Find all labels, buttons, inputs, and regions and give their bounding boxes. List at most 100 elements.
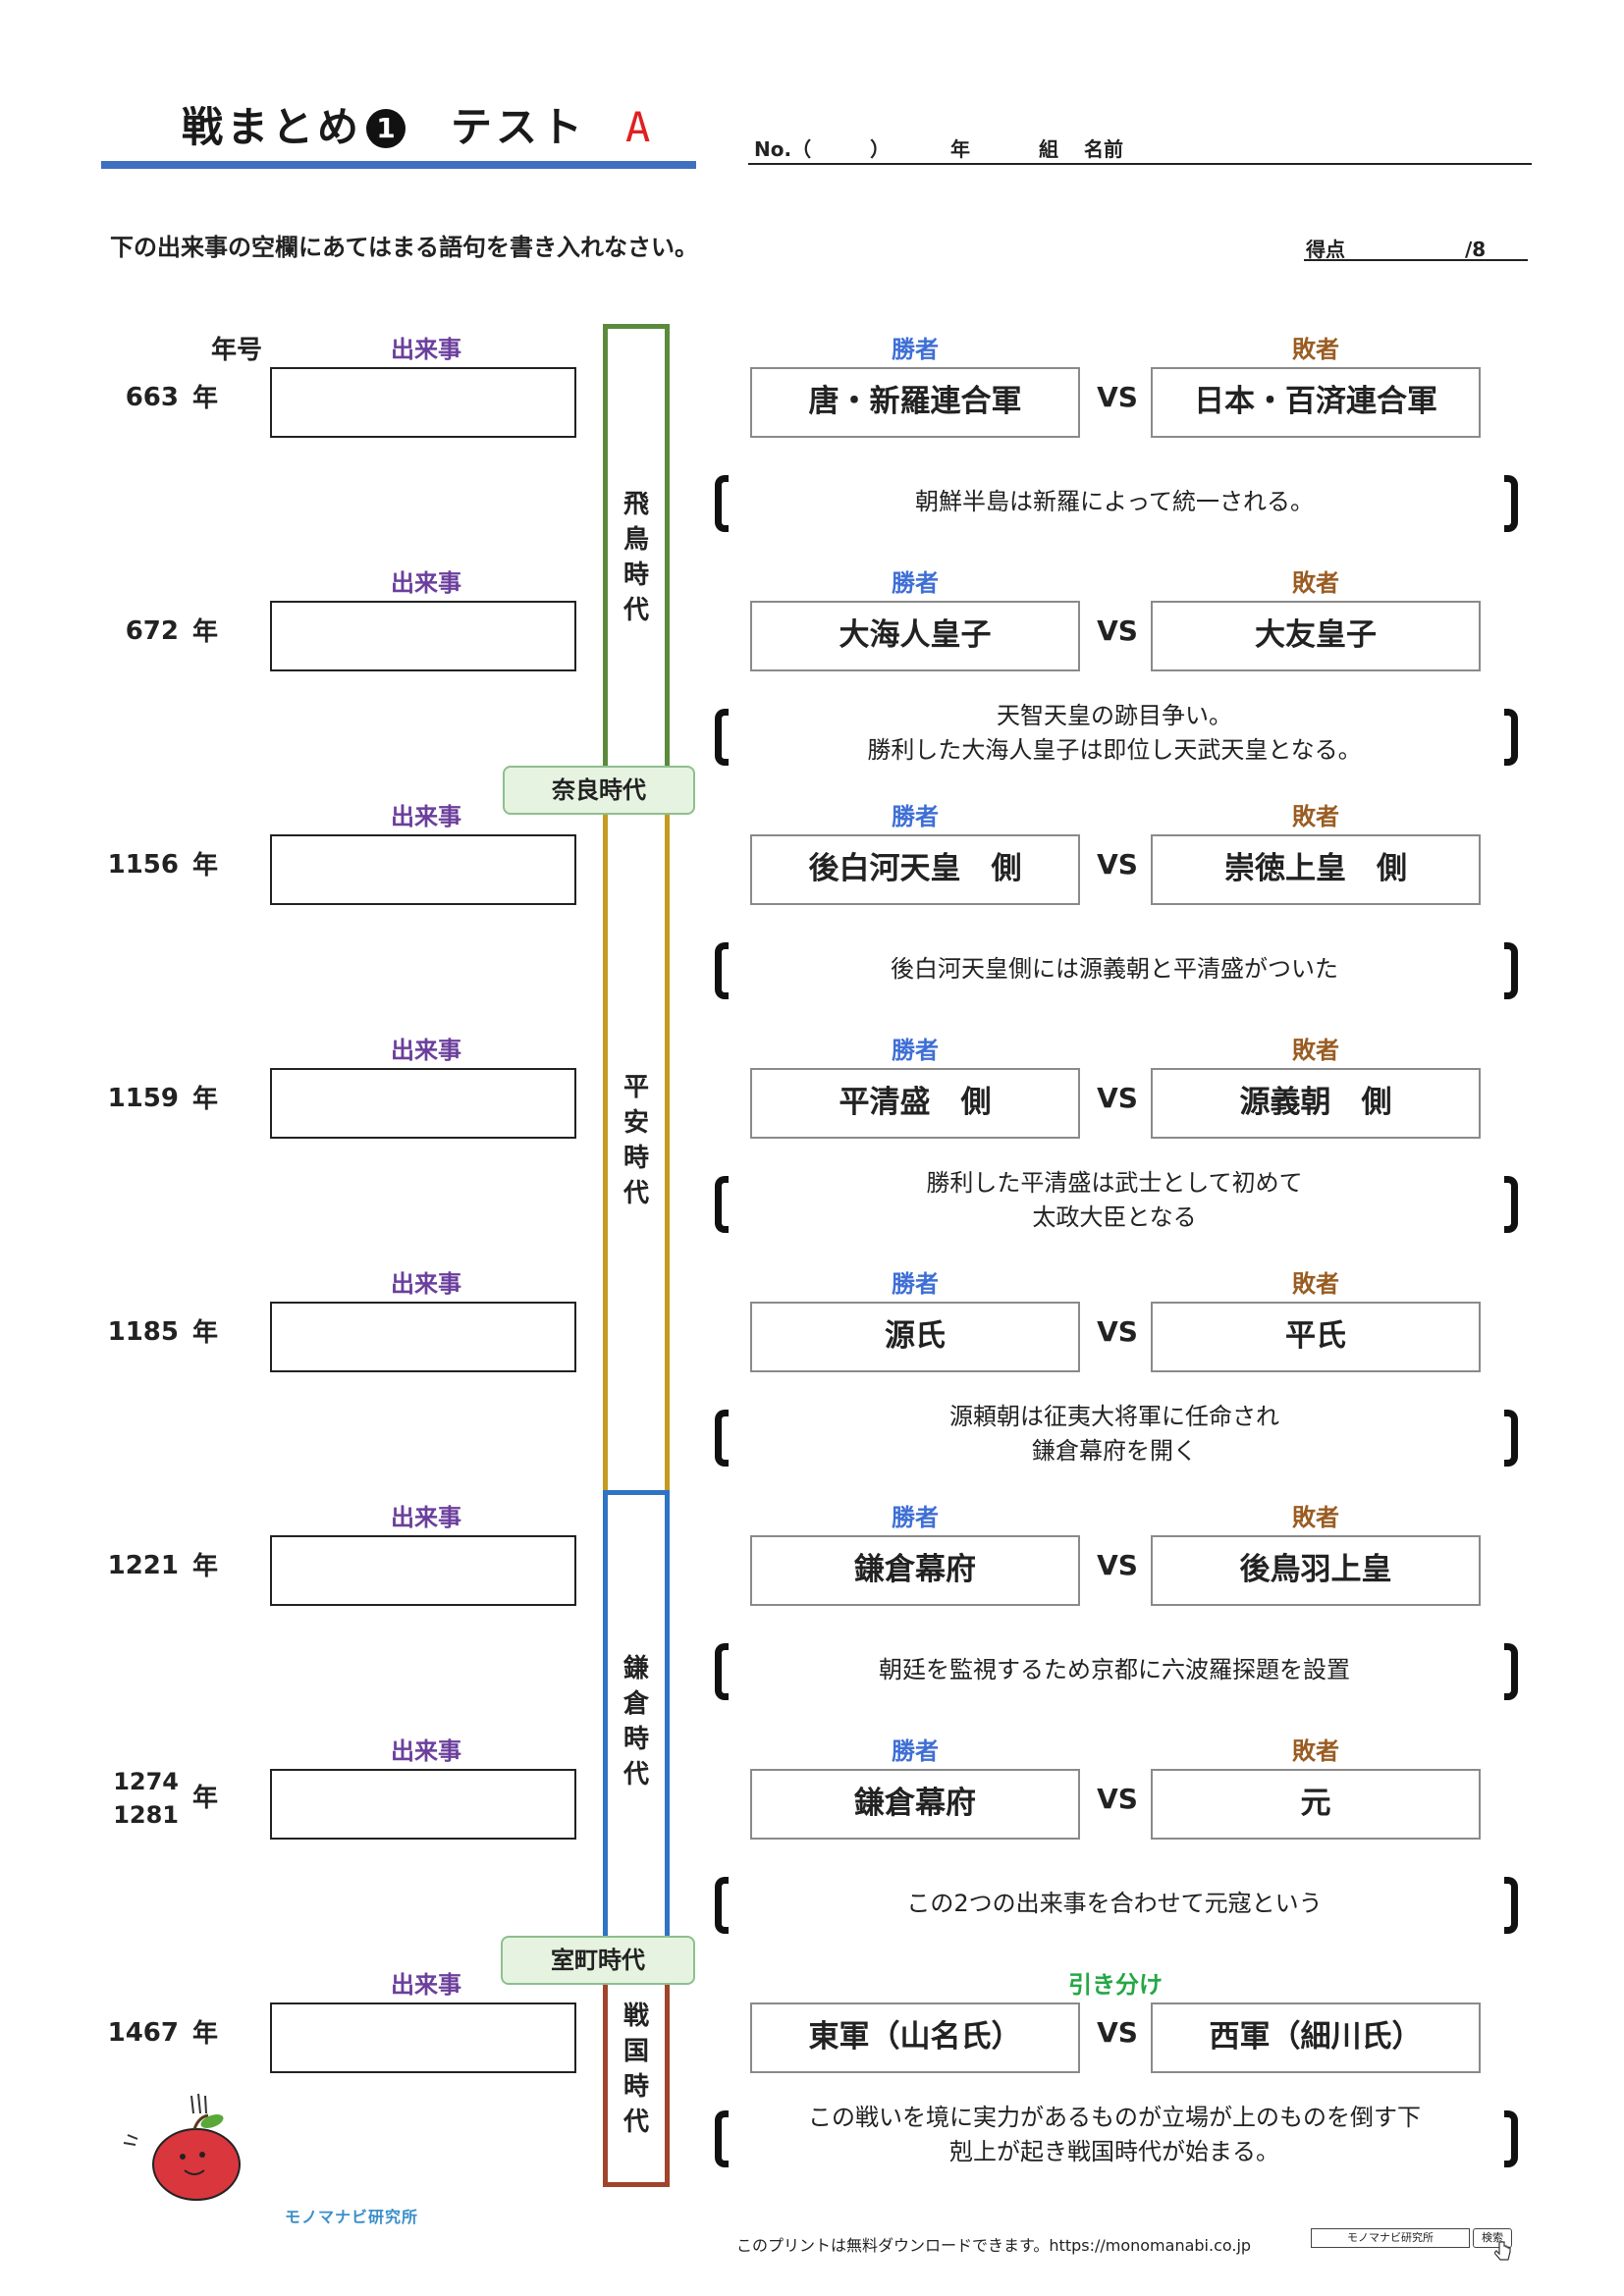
era-label-kamakura-text: 鎌倉時代 — [623, 1654, 649, 1789]
year-value-2: 1281 — [113, 1801, 179, 1829]
title-main: 戦まとめ — [182, 103, 363, 151]
event-answer-box[interactable] — [270, 1535, 576, 1606]
loser-column-header: 敗者 — [1292, 336, 1339, 363]
year-value: 663 — [125, 383, 179, 412]
winner-box: 鎌倉幕府 — [750, 1769, 1080, 1840]
year-column-header: 年号 — [211, 336, 263, 365]
timeline-heian — [603, 789, 670, 1490]
vs-label: VS — [1097, 381, 1138, 413]
student-info-row: No.（ ） 年 組 名前 — [754, 133, 1123, 162]
event-answer-box[interactable] — [270, 1068, 576, 1139]
draw-column-header: 引き分け — [1068, 1971, 1163, 1999]
score-label: 得点 — [1306, 238, 1345, 261]
footer-text: このプリントは無料ダウンロードできます。https://monomanabi.c… — [736, 2236, 1252, 2255]
event-answer-box[interactable] — [270, 834, 576, 905]
year-value: 1274 — [113, 1768, 179, 1795]
search-field[interactable]: モノマナビ研究所 — [1311, 2228, 1470, 2248]
event-column-header: 出来事 — [391, 1270, 461, 1298]
note-line-2: 勝利した大海人皇子は即位し天武天皇となる。 — [867, 736, 1362, 764]
title-variant: A — [625, 103, 655, 151]
note-bracket-right — [1504, 942, 1518, 999]
winner-column-header: 勝者 — [892, 803, 939, 830]
timeline-kamakura — [603, 1490, 670, 1959]
event-answer-box[interactable] — [270, 367, 576, 438]
number-field-label[interactable]: No.（ ） — [754, 137, 891, 161]
year-value: 1156 — [107, 850, 179, 880]
loser-box: 日本・百済連合軍 — [1151, 367, 1481, 438]
score-field[interactable]: 得点/8 — [1306, 234, 1486, 262]
loser-column-header: 敗者 — [1292, 1270, 1339, 1298]
event-column-header: 出来事 — [391, 1737, 461, 1765]
loser-column-header: 敗者 — [1292, 1737, 1339, 1765]
name-underline — [748, 163, 1532, 165]
event-answer-box[interactable] — [270, 1302, 576, 1372]
winner-box: 大海人皇子 — [750, 601, 1080, 671]
era-label-asuka-text: 飛鳥時代 — [623, 490, 649, 625]
apple-mascot-icon — [123, 2093, 241, 2201]
event-column-header: 出来事 — [391, 1971, 461, 1999]
year-suffix: 年 — [191, 1317, 218, 1348]
year-suffix: 年 — [191, 2018, 218, 2049]
loser-box: 源義朝 側 — [1151, 1068, 1481, 1139]
winner-box: 源氏 — [750, 1302, 1080, 1372]
loser-box: 元 — [1151, 1769, 1481, 1840]
timeline-asuka — [603, 324, 670, 789]
event-answer-box[interactable] — [270, 2002, 576, 2073]
winner-column-header: 勝者 — [892, 1504, 939, 1531]
name-field-label[interactable]: 名前 — [1084, 137, 1123, 161]
loser-column-header: 敗者 — [1292, 1504, 1339, 1531]
winner-box: 鎌倉幕府 — [750, 1535, 1080, 1606]
note-bracket-right — [1504, 1643, 1518, 1700]
class-field-label[interactable]: 組 — [1039, 137, 1058, 161]
note-bracket-right — [1504, 475, 1518, 532]
event-answer-box[interactable] — [270, 601, 576, 671]
year-suffix: 年 — [191, 616, 218, 647]
note-bracket-right — [1504, 709, 1518, 766]
era-label-asuka: 飛鳥時代 — [602, 487, 671, 628]
winner-column-header: 勝者 — [892, 569, 939, 597]
note-bracket-left — [715, 1410, 729, 1467]
score-underline — [1304, 259, 1528, 261]
year-suffix: 年 — [191, 1784, 218, 1813]
note-line-1: この戦いを境に実力があるものが立場が上のものを倒す下 — [808, 2104, 1421, 2131]
note-bracket-left — [715, 2110, 729, 2167]
event-answer-box[interactable] — [270, 1769, 576, 1840]
search-button[interactable]: 検索 — [1473, 2228, 1512, 2248]
cursor-icon — [1494, 2241, 1511, 2261]
winner-column-header: 勝者 — [892, 1037, 939, 1064]
score-total: /8 — [1465, 238, 1487, 261]
note-bracket-right — [1504, 1877, 1518, 1934]
note-bracket-left — [715, 475, 729, 532]
event-column-header: 出来事 — [391, 336, 461, 363]
year-suffix: 年 — [191, 850, 218, 881]
note-bracket-left — [715, 1877, 729, 1934]
era-badge-nara: 奈良時代 — [503, 766, 695, 815]
note-text: この戦いを境に実力があるものが立場が上のものを倒す下剋上が起き戦国時代が始まる。 — [731, 2101, 1497, 2169]
note-text: 朝鮮半島は新羅によって統一される。 — [731, 485, 1497, 519]
loser-column-header: 敗者 — [1292, 569, 1339, 597]
note-line-2: 剋上が起き戦国時代が始まる。 — [949, 2138, 1279, 2165]
event-column-header: 出来事 — [391, 569, 461, 597]
winner-column-header: 勝者 — [892, 336, 939, 363]
note-bracket-left — [715, 709, 729, 766]
era-label-heian: 平安時代 — [602, 1070, 671, 1211]
loser-box: 大友皇子 — [1151, 601, 1481, 671]
timeline-sengoku — [603, 1959, 670, 2187]
year-label: 1274 1281 年 — [61, 1765, 218, 1832]
era-label-sengoku: 戦国時代 — [602, 1999, 671, 2140]
year-field-label[interactable]: 年 — [950, 137, 970, 161]
note-line-1: 天智天皇の跡目争い。 — [997, 702, 1232, 729]
note-line-1: 勝利した平清盛は武士として初めて — [926, 1169, 1303, 1197]
winner-box: 東軍（山名氏） — [750, 2002, 1080, 2073]
winner-box: 平清盛 側 — [750, 1068, 1080, 1139]
event-column-header: 出来事 — [391, 803, 461, 830]
loser-column-header: 敗者 — [1292, 1037, 1339, 1064]
note-line-1: この2つの出来事を合わせて元寇という — [906, 1890, 1323, 1917]
winner-column-header: 勝者 — [892, 1737, 939, 1765]
